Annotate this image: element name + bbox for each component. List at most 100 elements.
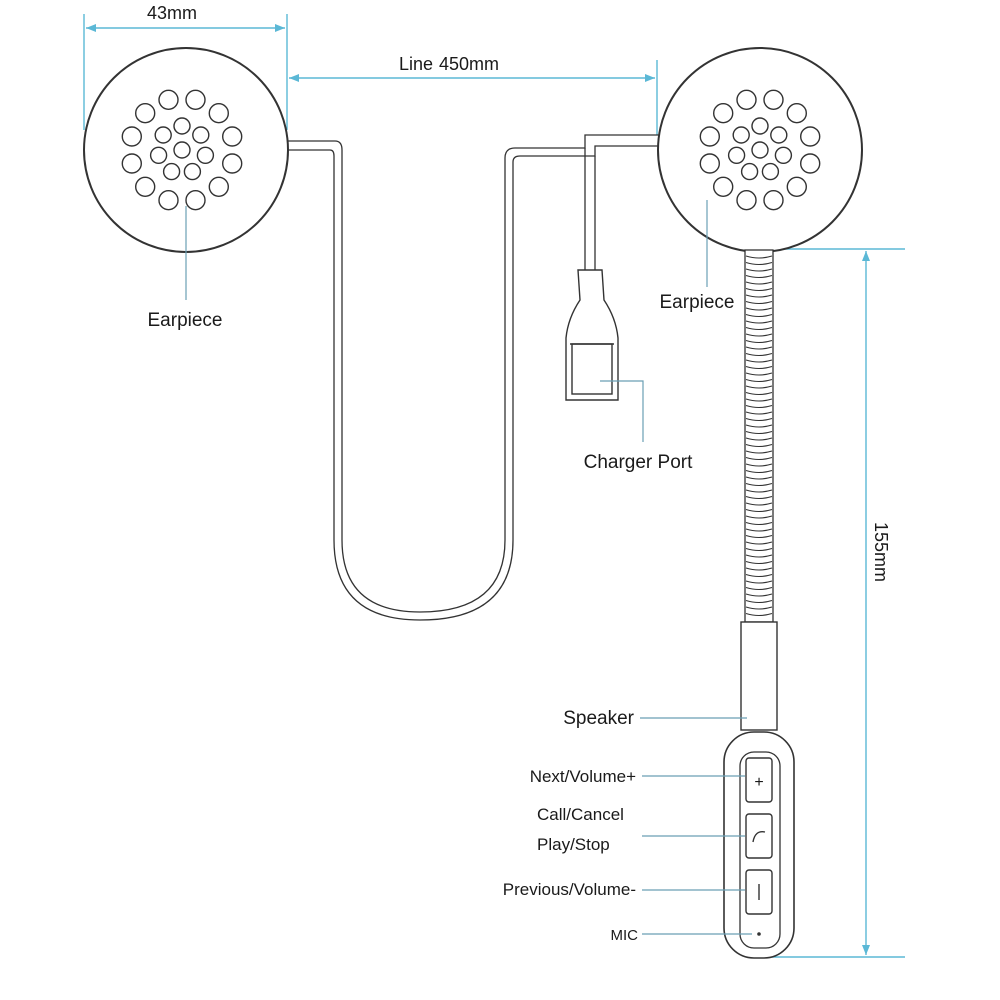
charger-port — [565, 269, 619, 401]
grille-hole — [736, 189, 757, 211]
gooseneck-rib — [745, 606, 773, 610]
label-play-stop: Play/Stop — [537, 835, 610, 854]
grille-hole — [158, 189, 179, 211]
gooseneck-rib — [745, 547, 773, 552]
dim-43mm-label: 43mm — [147, 3, 197, 23]
grille-hole — [786, 176, 807, 198]
arrow — [862, 251, 870, 261]
charger-plug-body — [565, 269, 619, 401]
phone-icon — [752, 831, 766, 843]
cable-inner — [287, 145, 660, 621]
button-plus-frame[interactable] — [745, 757, 773, 803]
cable-outer — [287, 134, 660, 613]
dimension-arrows — [86, 24, 870, 955]
gooseneck-rib — [745, 274, 773, 279]
gooseneck-rib — [745, 528, 773, 532]
earpiece-right — [657, 47, 863, 253]
gooseneck-rib — [745, 378, 773, 383]
button-minus[interactable] — [745, 869, 773, 915]
gooseneck-rib — [745, 294, 773, 298]
grille-hole — [699, 153, 720, 174]
grille-hole — [173, 117, 191, 135]
boom-ribs — [745, 255, 773, 617]
gooseneck-rib — [745, 612, 773, 617]
speaker-section — [740, 621, 778, 731]
cable — [287, 134, 660, 621]
grille-hole — [763, 189, 784, 211]
gooseneck-rib — [745, 281, 773, 285]
gooseneck-rib — [745, 359, 773, 363]
gooseneck-rib — [745, 443, 773, 448]
gooseneck-rib — [745, 508, 773, 513]
gooseneck-rib — [745, 300, 773, 305]
grille-hole — [751, 141, 769, 159]
grille-hole — [732, 126, 750, 144]
gooseneck-rib — [745, 411, 773, 415]
gooseneck-rib — [745, 365, 773, 370]
gooseneck-rib — [745, 352, 773, 357]
earpiece-left-holes — [121, 89, 243, 211]
earpiece-left — [83, 47, 289, 253]
gooseneck-rib — [745, 495, 773, 500]
label-previous-volume-down: Previous/Volume- — [503, 880, 636, 899]
gooseneck-rib — [745, 385, 773, 389]
gooseneck-rib — [745, 521, 773, 526]
label-call-cancel: Call/Cancel — [537, 805, 624, 824]
dim-155mm-label: 155mm — [871, 522, 891, 582]
boom — [740, 249, 778, 731]
gooseneck-rib — [745, 320, 773, 324]
arrow — [645, 74, 655, 82]
grille-hole — [774, 146, 793, 165]
gooseneck-rib — [745, 391, 773, 396]
label-mic: MIC — [611, 927, 639, 944]
gooseneck-rib — [745, 534, 773, 539]
dim-450mm-label: 450mm — [439, 54, 499, 74]
grille-hole — [134, 102, 156, 124]
gooseneck-rib — [745, 469, 773, 474]
gooseneck-rib — [745, 307, 773, 311]
control-module-panel — [739, 751, 781, 949]
grille-hole — [800, 126, 821, 147]
gooseneck-rib — [745, 430, 773, 435]
boom-outline — [744, 249, 774, 623]
gooseneck-rib — [745, 554, 773, 558]
grille-hole — [185, 89, 206, 111]
grille-hole — [162, 162, 181, 181]
gooseneck-rib — [745, 268, 773, 272]
arrow — [275, 24, 285, 32]
gooseneck-rib — [745, 287, 773, 292]
grille-hole — [727, 146, 746, 165]
gooseneck-rib — [745, 580, 773, 584]
gooseneck-rib — [745, 463, 773, 467]
leader-lines — [185, 200, 752, 935]
mic-hole-icon — [757, 932, 761, 936]
gooseneck-rib — [745, 560, 773, 565]
gooseneck-rib — [745, 489, 773, 493]
grille-hole — [713, 102, 734, 124]
arrow — [862, 945, 870, 955]
grille-hole — [751, 117, 769, 135]
arrow — [289, 74, 299, 82]
grille-hole — [221, 153, 243, 174]
grille-hole — [761, 162, 780, 181]
arrow — [86, 24, 96, 32]
grille-hole — [192, 126, 210, 144]
earpiece-right-holes — [699, 89, 821, 211]
gooseneck-rib — [745, 424, 773, 428]
grille-hole — [208, 102, 230, 124]
grille-hole — [121, 153, 143, 174]
gooseneck-rib — [745, 573, 773, 578]
button-call-frame[interactable] — [745, 813, 773, 859]
grille-hole — [770, 126, 788, 144]
button-call[interactable] — [745, 813, 773, 859]
label-earpiece-left: Earpiece — [148, 310, 223, 331]
grille-hole — [208, 176, 230, 198]
gooseneck-rib — [745, 450, 773, 454]
grille-hole — [221, 126, 243, 147]
button-plus[interactable]: + — [745, 757, 773, 803]
dimension-lines — [83, 14, 905, 958]
gooseneck-rib — [745, 437, 773, 441]
gooseneck-rib — [745, 502, 773, 506]
grille-hole — [763, 89, 784, 111]
gooseneck-rib — [745, 313, 773, 318]
